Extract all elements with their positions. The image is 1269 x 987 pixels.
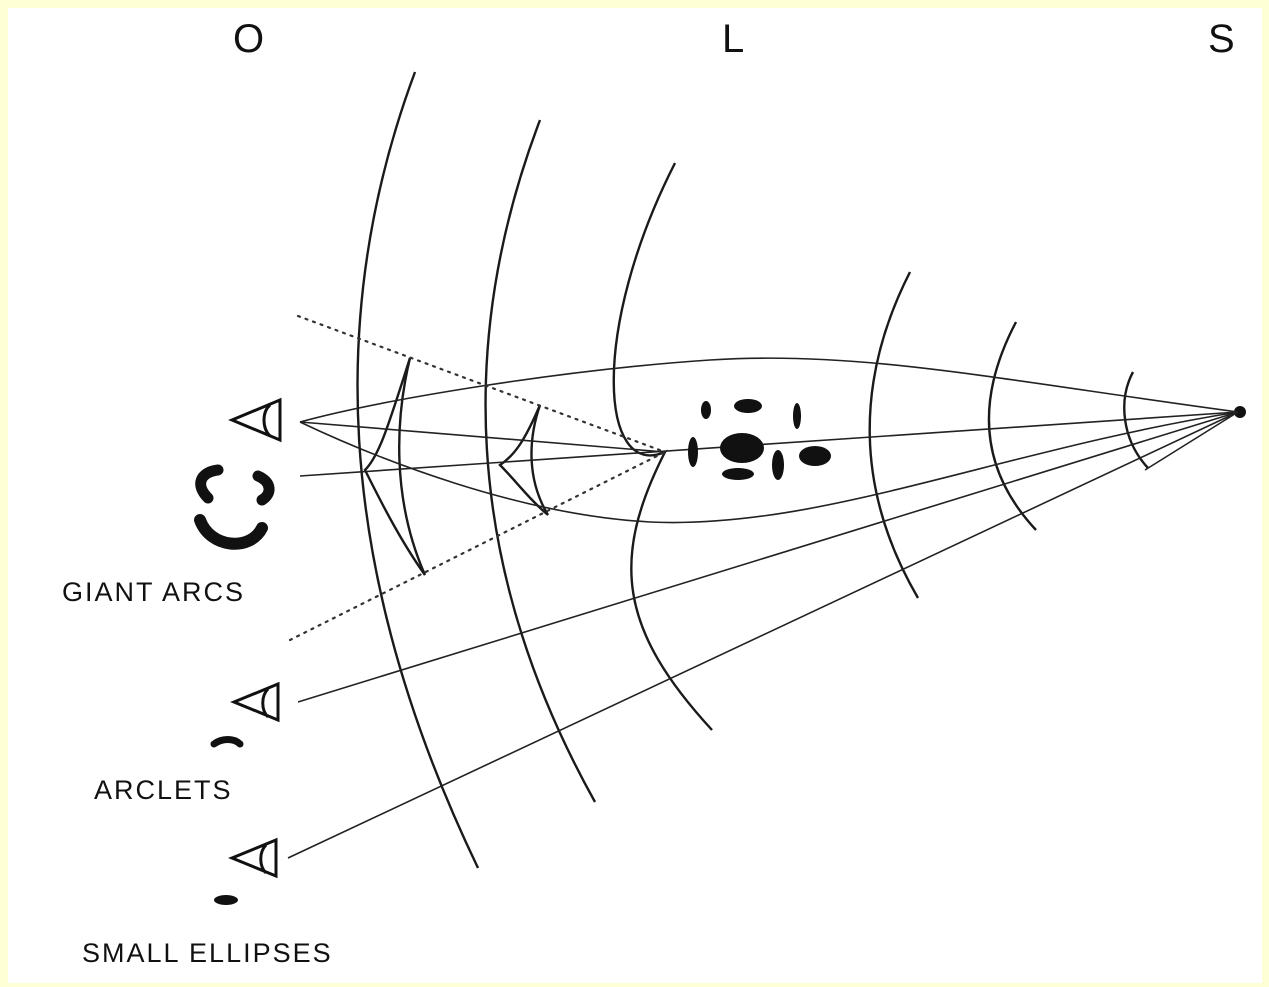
arclets-label: ARCLETS [94, 775, 233, 805]
small-ellipses-label: SMALL ELLIPSES [82, 938, 333, 968]
caustic-cusp [363, 357, 426, 576]
light-ray [297, 411, 1239, 703]
critical-line-dotted [296, 314, 667, 454]
light-ray [299, 421, 666, 453]
wavefront-arc [868, 271, 920, 599]
wavefront-arc [484, 119, 597, 803]
cluster-galaxy [799, 446, 831, 466]
observer-label: O [233, 17, 265, 61]
eye-icon [228, 397, 282, 443]
source-label: S [1208, 17, 1236, 61]
cluster-galaxy [722, 468, 754, 480]
wavefront-arc [356, 71, 480, 869]
cluster-galaxy [772, 450, 784, 480]
arclet-image [210, 736, 244, 748]
light-ray [299, 411, 1239, 477]
giant-arcs-label: GIANT ARCS [62, 577, 245, 607]
wavefront-arc [987, 321, 1037, 531]
light-ray [1144, 411, 1239, 471]
caustic-cusp [498, 404, 549, 516]
eye-icon [230, 681, 280, 723]
caustic-cusp [398, 357, 427, 576]
small-ellipse-image [214, 895, 238, 905]
cluster-galaxy [793, 403, 801, 429]
cluster-galaxy [701, 401, 711, 419]
critical-line-dotted [288, 450, 667, 642]
light-ray [299, 357, 1239, 423]
lens-label: L [722, 17, 745, 61]
light-ray [299, 411, 1239, 524]
source-point [1234, 406, 1246, 418]
cluster-galaxy [688, 437, 698, 467]
giant-arcs-image [194, 464, 275, 550]
diagram-paper [8, 8, 1262, 983]
light-ray [287, 411, 1239, 859]
eye-icon [228, 837, 278, 879]
cluster-galaxy [734, 399, 762, 413]
cluster-galaxy [720, 433, 764, 463]
